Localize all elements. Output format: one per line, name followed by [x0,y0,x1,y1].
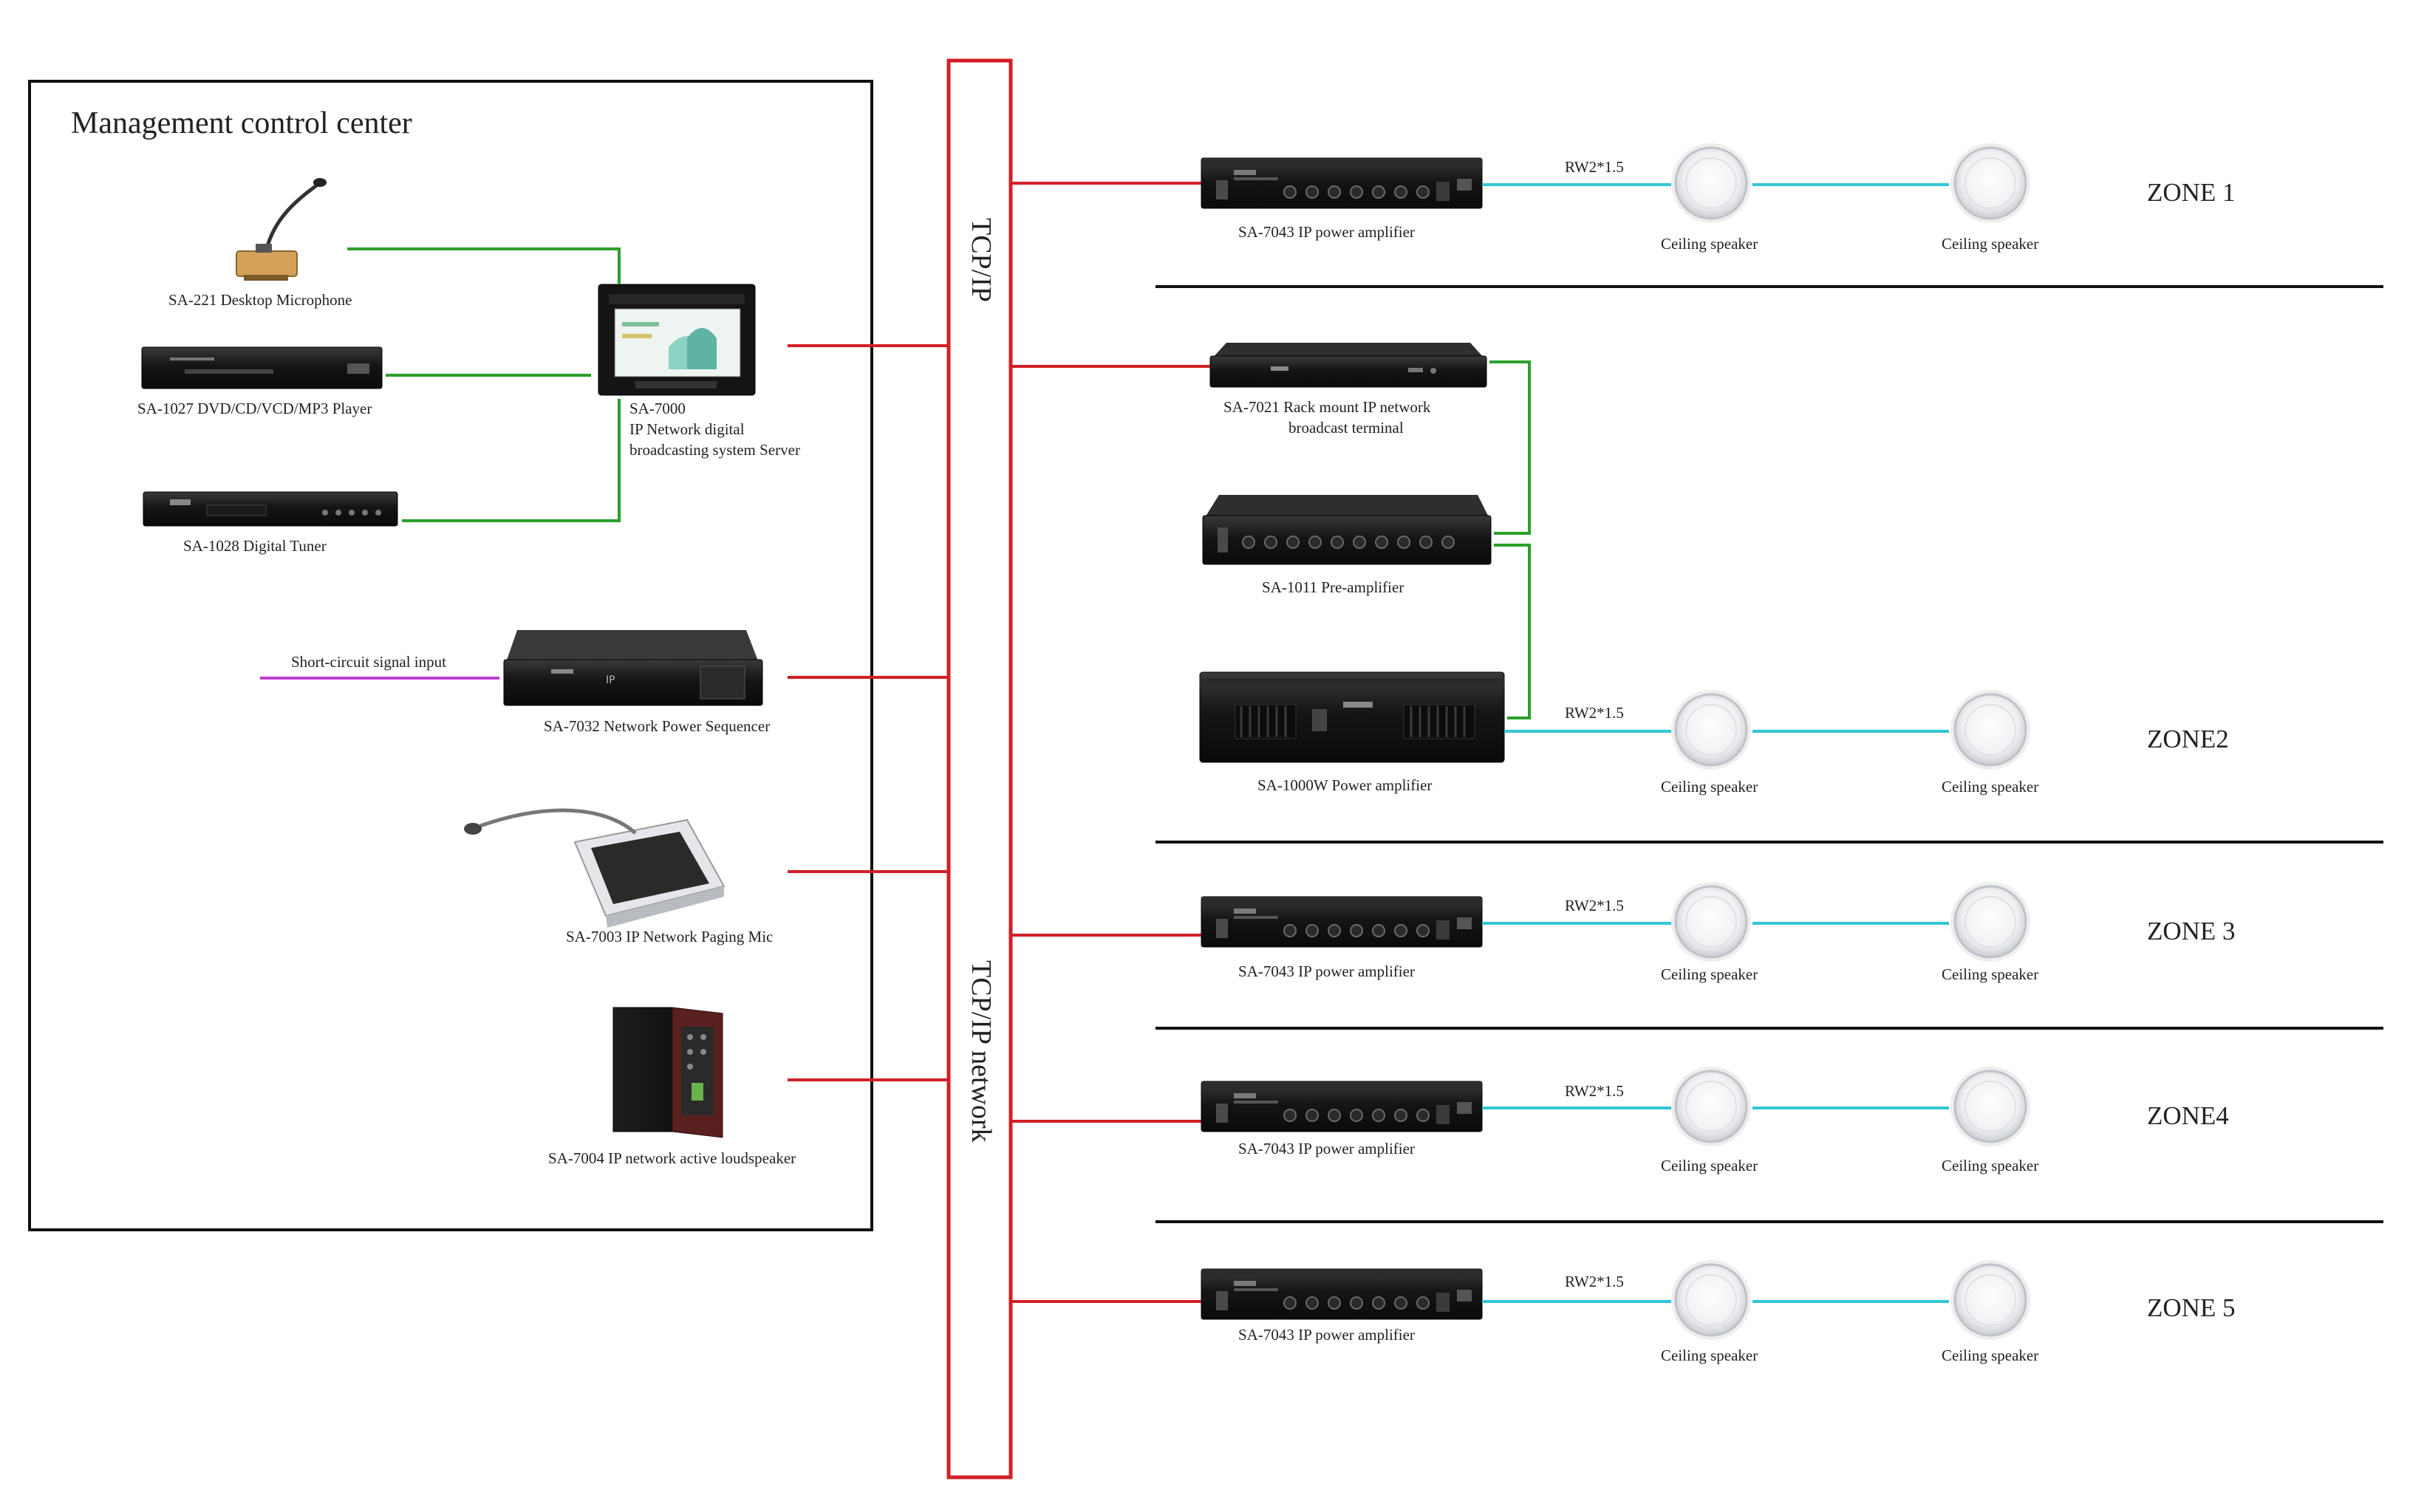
zone5: SA-7043 IP power amplifier RW2*1.5 Ceili… [1201,1259,2236,1364]
zone4: SA-7043 IP power amplifier RW2*1.5 Ceili… [1201,1065,2229,1174]
bus-label-top: TCP/IP [966,218,997,302]
dvd-player [141,346,383,389]
zone4-speaker-b-label: Ceiling speaker [1942,1157,2038,1174]
svg-text:IP: IP [606,674,615,686]
desktop-mic-label: SA-221 Desktop Microphone [168,291,352,309]
zone2-speaker-a-label: Ceiling speaker [1661,778,1758,796]
management-center-title: Management control center [71,106,412,140]
zone4-name: ZONE4 [2147,1101,2229,1130]
zone4-speaker-a-label: Ceiling speaker [1661,1157,1758,1174]
zone2-amplifier-label: SA-1000W Power amplifier [1257,776,1432,794]
zone2: SA-7021 Rack mount IP network broadcast … [1199,343,2229,796]
zone1-speaker-b [1949,142,2032,225]
zone1-amplifier [1201,157,1483,209]
zone4-speaker-b [1949,1065,2032,1148]
zone2-cable-label: RW2*1.5 [1565,704,1624,722]
zone3-name: ZONE 3 [2147,917,2236,945]
server-label-line3: broadcasting system Server [629,441,800,459]
active-loudspeaker [612,1007,723,1138]
zone1-cable-label: RW2*1.5 [1565,158,1624,176]
zone4-amplifier-label: SA-7043 IP power amplifier [1238,1140,1415,1157]
zone2-name: ZONE2 [2147,725,2229,753]
broadcast-server [598,284,756,396]
zone1-name: ZONE 1 [2147,178,2236,207]
digital-tuner [143,491,398,527]
zone5-speaker-b [1949,1259,2032,1341]
digital-tuner-label: SA-1028 Digital Tuner [183,537,327,555]
zone2-speaker-a [1670,688,1752,771]
zone2-preamplifier [1202,495,1492,565]
zone3-speaker-b [1949,880,2032,963]
power-sequencer-label: SA-7032 Network Power Sequencer [544,717,770,735]
zone2-power-amplifier [1199,671,1505,763]
short-circuit-input-label: Short-circuit signal input [291,653,446,671]
zone2-preamp-label: SA-1011 Pre-amplifier [1262,578,1404,596]
zone2-speaker-b-label: Ceiling speaker [1942,778,2038,796]
zone5-amplifier [1201,1268,1483,1320]
zone3-speaker-b-label: Ceiling speaker [1942,965,2038,983]
zone5-amplifier-label: SA-7043 IP power amplifier [1238,1326,1415,1344]
zone5-cable-label: RW2*1.5 [1565,1273,1624,1290]
tcpip-bus [946,58,1013,1479]
left-ethernet-links [788,344,949,1081]
zone3-speaker-a [1670,880,1752,963]
paging-microphone [464,808,726,928]
zone1-amplifier-label: SA-7043 IP power amplifier [1238,223,1415,241]
management-center-box [28,80,873,1231]
zone4-amplifier [1201,1081,1483,1132]
zone3: SA-7043 IP power amplifier RW2*1.5 Ceili… [1201,880,2236,983]
zone5-speaker-b-label: Ceiling speaker [1942,1347,2038,1364]
power-sequencer: IP [503,630,763,706]
zone5-name: ZONE 5 [2147,1293,2236,1322]
zone2-terminal-label-line1: SA-7021 Rack mount IP network [1223,398,1431,416]
zone1: SA-7043 IP power amplifier RW2*1.5 Ceili… [1201,142,2236,253]
zone2-audio-links [1489,360,1531,719]
zone1-speaker-b-label: Ceiling speaker [1942,235,2038,253]
zone5-speaker-a [1670,1259,1752,1341]
zone1-speaker-a-label: Ceiling speaker [1661,235,1758,253]
paging-mic-label: SA-7003 IP Network Paging Mic [566,928,773,945]
zone4-cable-label: RW2*1.5 [1565,1082,1624,1100]
zone3-speaker-a-label: Ceiling speaker [1661,965,1758,983]
zone3-amplifier [1201,896,1483,948]
zone-separators [1155,285,2383,1223]
zone3-amplifier-label: SA-7043 IP power amplifier [1238,962,1415,980]
bus-label-bottom: TCP/IP network [966,960,997,1143]
zone2-speaker-b [1949,688,2032,771]
zone5-speaker-a-label: Ceiling speaker [1661,1347,1758,1364]
dvd-player-label: SA-1027 DVD/CD/VCD/MP3 Player [137,400,372,417]
server-audio-links [347,247,621,522]
server-label-line2: IP Network digital [629,420,745,438]
zone2-terminal-label-line2: broadcast terminal [1288,419,1404,437]
zone1-speaker-a [1670,142,1752,225]
server-label-line1: SA-7000 [629,400,686,417]
right-ethernet-links [1011,182,1210,1303]
zone3-cable-label: RW2*1.5 [1565,897,1624,914]
zone2-broadcast-terminal [1209,343,1487,388]
desktop-microphone [236,178,327,281]
active-speaker-label: SA-7004 IP network active loudspeaker [548,1149,796,1167]
zone4-speaker-a [1670,1065,1752,1148]
